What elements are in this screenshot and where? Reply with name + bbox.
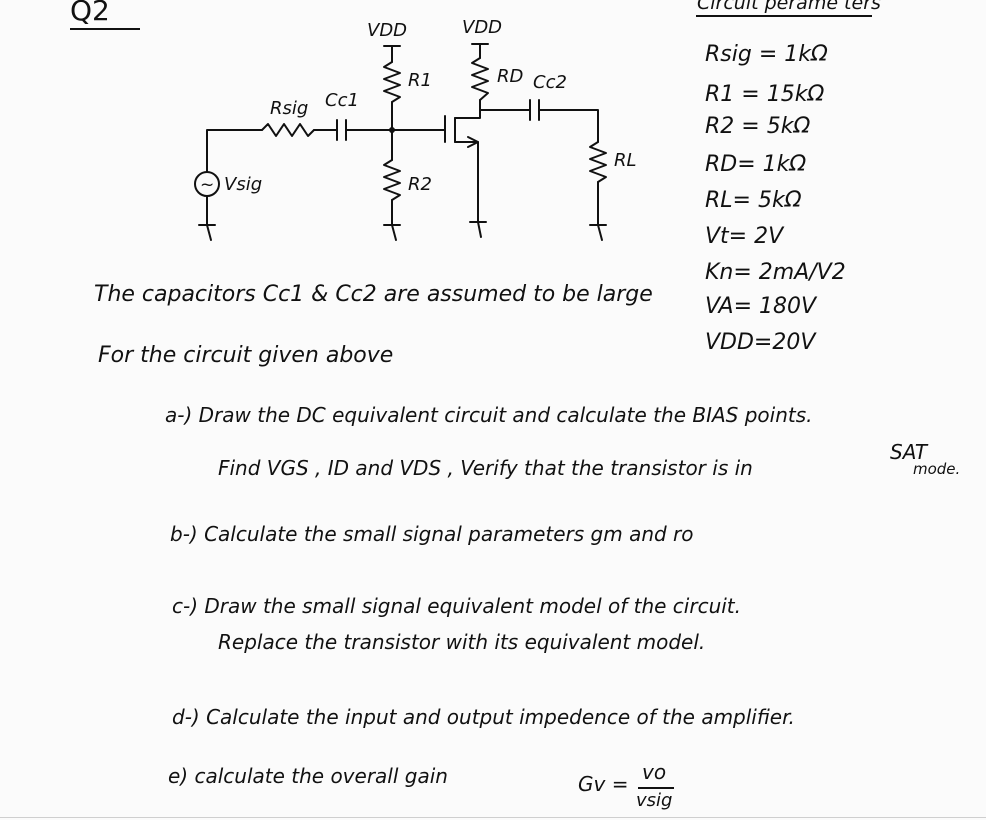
page-bottom-edge: [0, 817, 986, 818]
r2-label: R2: [408, 174, 432, 195]
rsig-label: Rsig: [270, 98, 308, 119]
given-statement: For the circuit given above: [98, 343, 394, 368]
rsig-resistor: [261, 123, 315, 137]
question-label-underline: [70, 28, 140, 30]
param-rsig: Rsig = 1kΩ: [705, 42, 828, 67]
rl-ground: [589, 224, 607, 241]
vsig-ground: [198, 224, 216, 241]
rd-resistor: [471, 57, 489, 101]
cc2-label: Cc2: [533, 72, 567, 93]
param-vt: Vt= 2V: [705, 224, 784, 249]
rd-label: RD: [497, 66, 523, 87]
question-label: Q2: [70, 0, 110, 27]
gate-node-dot: [389, 127, 395, 133]
param-kn: Kn= 2mA/V2: [705, 260, 846, 285]
task-c-line2: Replace the transistor with its equivale…: [218, 630, 706, 654]
r1-resistor: [383, 61, 401, 103]
r2-ground: [383, 224, 401, 241]
task-a-sat: SAT: [890, 440, 928, 464]
parameters-title-underline: [696, 15, 872, 17]
task-d: d-) Calculate the input and output imped…: [172, 705, 795, 729]
mosfet-drain: [454, 99, 481, 119]
param-r1: R1 = 15kΩ: [705, 82, 825, 107]
rl-label: RL: [614, 150, 637, 171]
r1-label: R1: [408, 70, 432, 91]
vsig-source-symbol: ~: [200, 175, 214, 195]
gain-denominator: vsig: [636, 790, 673, 811]
mosfet-source: [454, 141, 479, 223]
param-rd: RD= 1kΩ: [705, 152, 807, 177]
wire-cc2-rl: [538, 109, 599, 143]
gain-fraction-bar: [638, 787, 674, 789]
task-a-line2: Find VGS , ID and VDS , Verify that the …: [218, 456, 753, 480]
task-e: e) calculate the overall gain: [168, 764, 448, 788]
cc1-label: Cc1: [325, 90, 359, 111]
source-wire: [206, 129, 263, 173]
rl-resistor: [589, 141, 607, 183]
param-r2: R2 = 5kΩ: [705, 114, 811, 139]
gain-lhs: Gv =: [578, 772, 629, 796]
vsig-label: Vsig: [224, 174, 262, 195]
param-rl: RL= 5kΩ: [705, 188, 802, 213]
param-vdd: VDD=20V: [705, 330, 816, 355]
capacitors-statement: The capacitors Cc1 & Cc2 are assumed to …: [94, 282, 653, 307]
task-b: b-) Calculate the small signal parameter…: [170, 522, 694, 546]
r2-resistor: [383, 159, 401, 201]
task-a-line1: a-) Draw the DC equivalent circuit and c…: [165, 403, 813, 427]
param-va: VA= 180V: [705, 294, 817, 319]
circuit-schematic: ~ VDD VDD R1 RD Cc2 Rsig Cc1 RL R2 Vsig: [194, 17, 637, 241]
vdd-right-label: VDD: [462, 17, 502, 38]
source-ground: [469, 221, 487, 238]
gain-numerator: vo: [642, 760, 667, 784]
task-a-mode: mode.: [913, 460, 961, 478]
vdd-left-label: VDD: [367, 20, 407, 41]
task-c-line1: c-) Draw the small signal equivalent mod…: [172, 594, 742, 618]
parameters-title: Circuit perame ters: [697, 0, 881, 14]
source-arrow: [467, 136, 479, 148]
